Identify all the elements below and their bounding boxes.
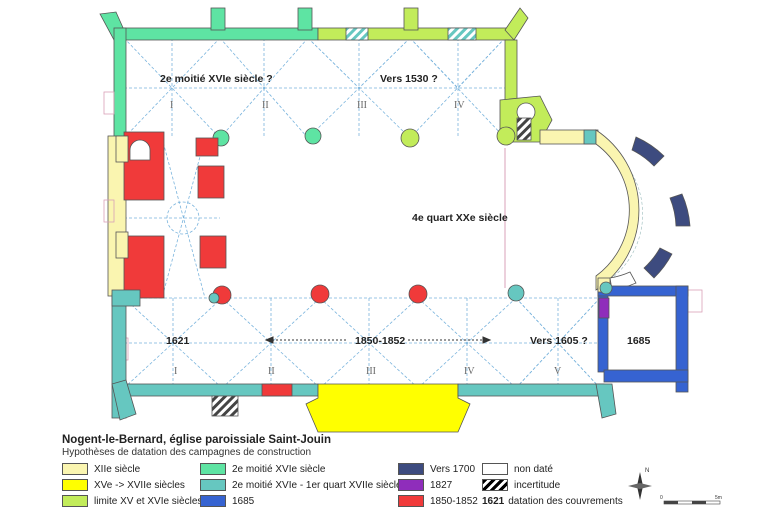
nave-floor (124, 38, 516, 386)
south-chapel (597, 277, 689, 393)
svg-text:III: III (366, 366, 376, 377)
south-wall (111, 289, 617, 433)
svg-text:N: N (645, 468, 649, 474)
label-chapel-date: 1685 (627, 335, 651, 347)
svg-text:0: 0 (660, 495, 663, 501)
svg-text:IV: IV (464, 366, 475, 377)
south-bay-numerals: I II III IV V (174, 366, 562, 377)
label-south-west-date: 1621 (166, 335, 190, 347)
page-title: Nogent-le-Bernard, église paroissiale Sa… (62, 434, 332, 446)
label-south-center-date: 1850-1852 (355, 335, 405, 347)
svg-text:V: V (554, 366, 562, 377)
apse-wall (539, 129, 691, 291)
west-bay-vault-lines (124, 137, 220, 299)
svg-text:II: II (268, 366, 275, 377)
svg-text:IV: IV (454, 100, 465, 111)
south-vault-lines (123, 297, 601, 389)
svg-text:I: I (174, 366, 177, 377)
svg-text:5m: 5m (715, 495, 722, 501)
label-choir-date: 4e quart XXe siècle (412, 212, 508, 224)
north-vault-lines (123, 37, 506, 139)
north-piers (212, 126, 516, 148)
label-south-east-date: Vers 1605 ? (530, 335, 588, 347)
west-tower (107, 131, 227, 299)
north-arrow: N (628, 468, 652, 500)
south-span-arrow (264, 336, 492, 344)
svg-text:II: II (262, 100, 269, 111)
page-subtitle: Hypothèses de datation des campagnes de … (62, 447, 312, 458)
label-north-date: 2e moitié XVIe siècle ? (160, 73, 273, 85)
svg-text:I: I (170, 100, 173, 111)
north-bay-numerals: I II III IV (170, 100, 465, 111)
label-north-east-date: Vers 1530 ? (380, 73, 438, 85)
svg-text:III: III (357, 100, 367, 111)
south-piers (208, 284, 525, 305)
scale-bar: 0 5m (660, 495, 722, 505)
